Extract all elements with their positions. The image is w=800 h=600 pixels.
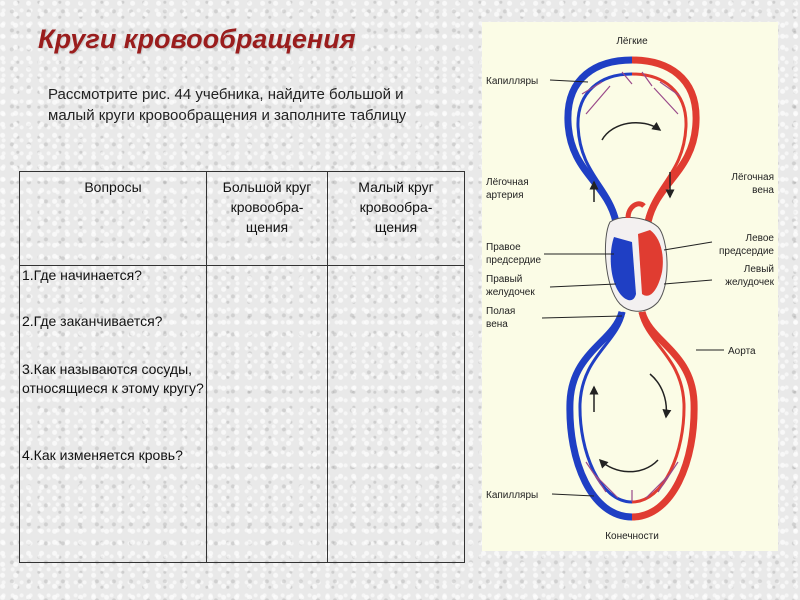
question-start: 1.Где начинается? <box>22 267 142 283</box>
label-right-atrium-2: предсердие <box>486 255 541 266</box>
label-left-atrium-2: предсердие <box>719 246 774 257</box>
label-pulmonary-vein-2: вена <box>752 185 774 196</box>
systemic-circuit <box>566 310 698 521</box>
label-pulmonary-artery-1: Лёгочная <box>486 177 529 188</box>
label-vena-cava-1: Полая <box>486 306 515 317</box>
label-pulmonary-artery-2: артерия <box>486 190 524 201</box>
label-vena-cava-2: вена <box>486 319 508 330</box>
label-limbs: Конечности <box>605 531 659 542</box>
instruction-text: Рассмотрите рис. 44 учебника, найдите бо… <box>48 86 407 124</box>
label-right-ventricle-2: желудочек <box>486 287 535 298</box>
question-vessels: 3.Как называются сосуды, относящиеся к э… <box>22 361 204 396</box>
header-small-line: Малый круг <box>358 179 434 195</box>
header-big-line: кровообра- <box>230 199 304 215</box>
label-pulmonary-vein-1: Лёгочная <box>731 172 774 183</box>
header-big-line: щения <box>245 219 289 235</box>
label-right-ventricle-1: Правый <box>486 274 522 285</box>
questions-cell: 1.Где начинается? 2.Где заканчивается? 3… <box>19 265 207 563</box>
label-leaders <box>541 79 724 497</box>
question-blood-change: 4.Как изменяется кровь? <box>22 447 183 463</box>
header-small-line: щения <box>374 219 418 235</box>
diagram-labels: Лёгкие Капилляры Лёгочная артерия Лёгочн… <box>486 36 775 542</box>
header-small-circle: Малый круг кровообра- щения <box>327 171 465 266</box>
header-big-line: Большой круг <box>222 179 312 195</box>
question-end: 2.Где заканчивается? <box>22 313 163 329</box>
label-left-ventricle-2: желудочек <box>725 277 774 288</box>
questions-table: Вопросы Большой круг кровообра- щения Ма… <box>19 171 465 563</box>
table-row: 1.Где начинается? 2.Где заканчивается? 3… <box>19 265 465 563</box>
pulmonary-circuit <box>564 56 700 223</box>
label-left-ventricle-1: Левый <box>744 264 774 275</box>
label-capillaries-top: Капилляры <box>486 76 538 87</box>
label-aorta: Аорта <box>728 346 756 357</box>
flow-arrows <box>589 121 675 473</box>
answer-cell-small[interactable] <box>327 265 465 563</box>
circulation-diagram: Лёгкие Капилляры Лёгочная артерия Лёгочн… <box>482 22 778 551</box>
page-title: Круги кровообращения <box>38 24 356 54</box>
header-small-line: кровообра- <box>359 199 433 215</box>
label-left-atrium-1: Левое <box>746 233 775 244</box>
label-lungs: Лёгкие <box>616 36 648 47</box>
header-big-circle: Большой круг кровообра- щения <box>206 171 328 266</box>
label-right-atrium-1: Правое <box>486 242 521 253</box>
label-capillaries-bottom: Капилляры <box>486 490 538 501</box>
header-questions: Вопросы <box>19 171 207 266</box>
heart <box>604 201 668 312</box>
answer-cell-big[interactable] <box>206 265 328 563</box>
table-header-row: Вопросы Большой круг кровообра- щения Ма… <box>19 171 465 266</box>
